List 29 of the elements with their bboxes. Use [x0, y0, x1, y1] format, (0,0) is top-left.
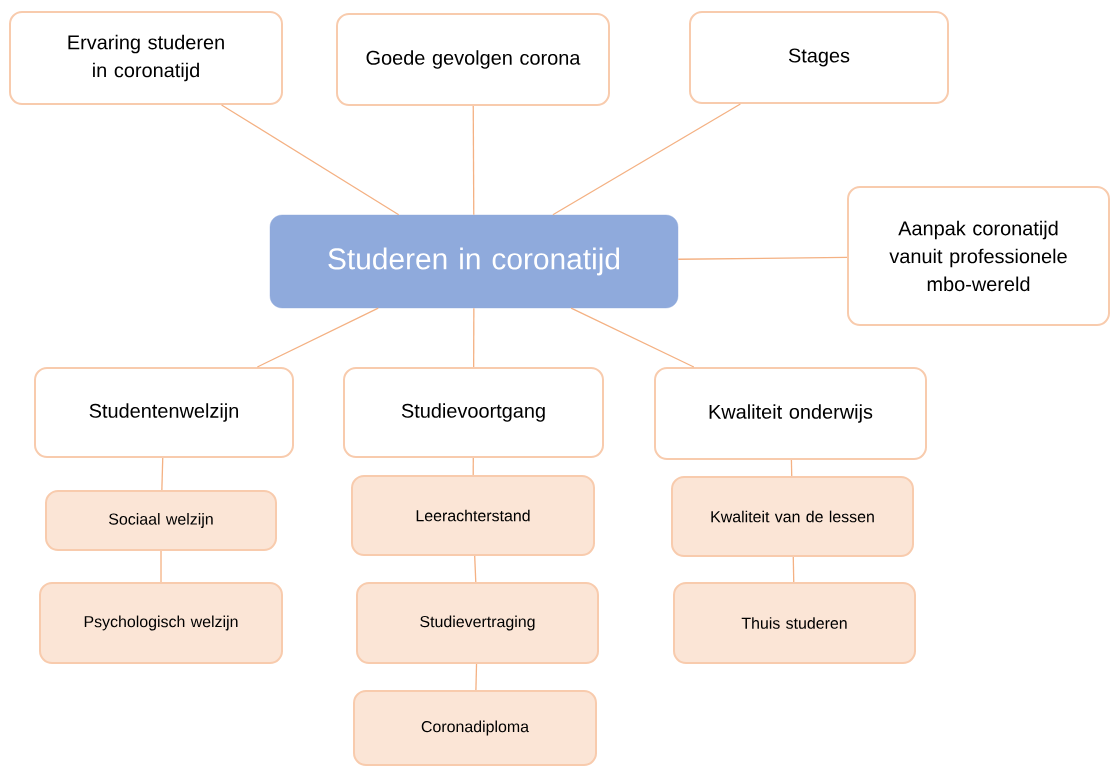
topic-box: Studentenwelzijn — [34, 367, 294, 458]
connector-line — [475, 663, 478, 691]
subtopic-box: Leerachterstand — [351, 475, 595, 556]
subtopic-box: Studievertraging — [356, 582, 599, 664]
subtopic-box: Sociaal welzijn — [45, 490, 277, 551]
subtopic-box: Psychologisch welzijn — [39, 582, 283, 664]
topic-box: Studievoortgang — [343, 367, 604, 458]
subtopic-box: Kwaliteit van de lessen — [671, 476, 914, 557]
subtopic-box: Thuis studeren — [673, 582, 916, 664]
connector-line — [472, 105, 475, 216]
topic-box: Stages — [689, 11, 949, 104]
connector-line — [473, 307, 475, 368]
topic-box: Goede gevolgen corona — [336, 13, 610, 106]
connector-line — [570, 307, 695, 368]
topic-box: Aanpak coronatijd vanuit professionele mbo-wereld — [847, 186, 1110, 326]
connector-line — [220, 104, 400, 216]
connector-line — [256, 307, 379, 368]
topic-box: Kwaliteit onderwijs — [654, 367, 927, 460]
topic-box: Studeren in coronatijd — [269, 214, 679, 309]
subtopic-box: Coronadiploma — [353, 690, 597, 766]
topic-box: Ervaring studeren in coronatijd — [9, 11, 283, 105]
connector-line — [792, 556, 795, 583]
connector-line — [677, 256, 848, 260]
connector-line — [161, 457, 164, 491]
connector-line — [790, 459, 793, 477]
connector-line — [474, 555, 477, 583]
connector-line — [472, 457, 474, 476]
connector-line — [160, 550, 162, 583]
connector-line — [552, 103, 742, 216]
